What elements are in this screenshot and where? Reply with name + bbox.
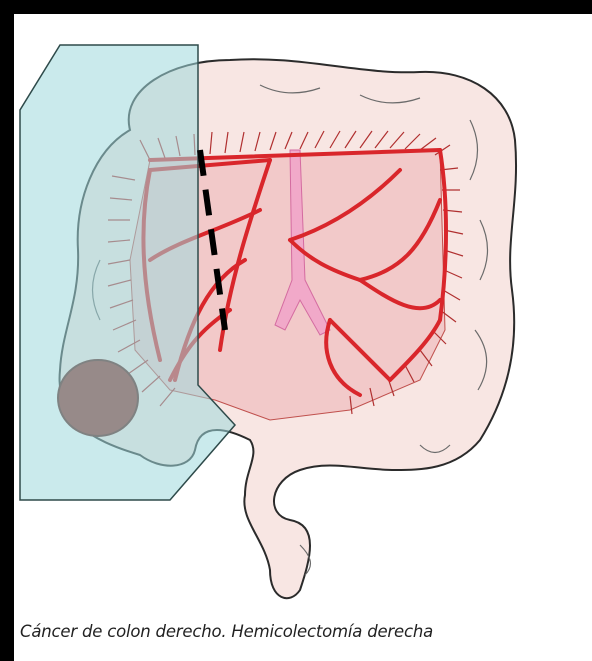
colon-illustration	[14, 14, 592, 614]
figure-caption: Cáncer de colon derecho. Hemicolectomía …	[20, 622, 433, 641]
figure-frame: Cáncer de colon derecho. Hemicolectomía …	[14, 14, 592, 661]
